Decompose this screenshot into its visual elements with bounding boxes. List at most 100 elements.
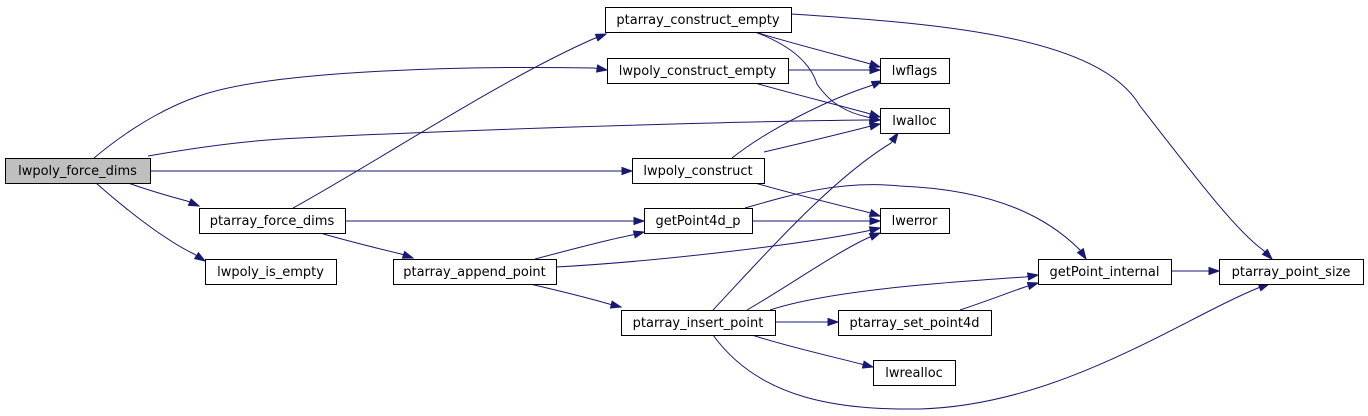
arrowhead-icon — [1208, 266, 1221, 276]
edge-ptarray_insert_point-to-lwrealloc — [751, 334, 875, 369]
node-lwflags[interactable]: lwflags — [880, 58, 950, 84]
edge-ptarray_insert_point-to-getPoint_internal — [769, 272, 1040, 311]
node-lwpoly-force-dims[interactable]: lwpoly_force_dims — [5, 158, 151, 184]
arrowhead-icon — [401, 250, 415, 259]
edge-getPoint4d_p-to-getPoint_internal — [744, 184, 1087, 261]
node-box[interactable] — [1038, 259, 1172, 285]
node-ptarray-insert-point[interactable]: ptarray_insert_point — [621, 310, 776, 336]
node-box[interactable] — [873, 360, 956, 386]
edge-line — [555, 227, 881, 268]
node-ptarray-point-size[interactable]: ptarray_point_size — [1219, 259, 1364, 285]
edge-getPoint4d_p-to-lwerror — [752, 216, 882, 226]
arrowhead-icon — [868, 122, 882, 131]
edge-line — [769, 274, 1039, 311]
edge-line — [127, 182, 200, 207]
node-box[interactable] — [1219, 259, 1364, 285]
node-label: ptarray_append_point — [403, 265, 546, 280]
arrowhead-icon — [594, 33, 608, 42]
edge-line — [712, 132, 899, 311]
edge-ptarray_append_point-to-ptarray_insert_point — [529, 283, 623, 309]
node-ptarray-force-dims[interactable]: ptarray_force_dims — [199, 208, 346, 234]
arrowhead-icon — [868, 59, 882, 68]
node-label: lwpoly_force_dims — [18, 164, 137, 179]
arrowhead-icon — [861, 360, 875, 369]
node-box[interactable] — [393, 259, 557, 285]
edge-line — [529, 283, 622, 308]
arrowhead-icon — [1261, 248, 1274, 261]
node-box[interactable] — [199, 208, 346, 234]
node-getPoint4d-p[interactable]: getPoint4d_p — [644, 208, 753, 234]
node-label: lwpoly_construct_empty — [619, 64, 777, 79]
node-lwpoly-is-empty[interactable]: lwpoly_is_empty — [205, 259, 337, 285]
arrowhead-icon — [1257, 283, 1271, 292]
arrowhead-icon — [827, 317, 840, 327]
arrowhead-icon — [633, 216, 646, 226]
arrowhead-icon — [621, 166, 634, 176]
node-box[interactable] — [880, 208, 950, 234]
node-getPoint-internal[interactable]: getPoint_internal — [1038, 259, 1172, 285]
edge-ptarray_force_dims-to-ptarray_construct_empty — [292, 33, 608, 209]
edge-line — [93, 67, 608, 159]
arrowhead-icon — [868, 232, 882, 241]
arrowhead-icon — [869, 216, 882, 226]
edge-ptarray_append_point-to-lwerror — [555, 226, 882, 268]
edge-lwpoly_construct-to-lwflags — [731, 80, 884, 159]
node-label: lwerror — [892, 214, 938, 229]
edges-layer — [93, 13, 1274, 410]
node-label: lwalloc — [892, 114, 937, 129]
edge-ptarray_append_point-to-getPoint4d_p — [534, 230, 646, 260]
edge-line — [754, 31, 881, 68]
edge-ptarray_force_dims-to-ptarray_append_point — [319, 232, 415, 259]
node-box[interactable] — [605, 7, 792, 33]
edge-line — [754, 31, 881, 121]
node-lwrealloc[interactable]: lwrealloc — [873, 360, 956, 386]
edge-lwpoly_construct_empty-to-lwalloc — [754, 82, 882, 118]
node-label: lwpoly_construct — [643, 164, 752, 179]
node-label: ptarray_construct_empty — [616, 13, 779, 28]
edge-line — [534, 231, 645, 260]
node-lwalloc[interactable]: lwalloc — [880, 108, 950, 134]
arrowhead-icon — [193, 251, 207, 262]
edge-line — [292, 33, 607, 209]
node-label: ptarray_point_size — [1232, 265, 1351, 280]
arrowhead-icon — [888, 131, 899, 145]
node-label: ptarray_set_point4d — [850, 316, 980, 331]
arrowhead-icon — [868, 208, 882, 217]
node-label: lwflags — [892, 64, 938, 79]
node-box[interactable] — [838, 310, 992, 336]
node-ptarray-append-point[interactable]: ptarray_append_point — [393, 259, 557, 285]
edge-line — [95, 182, 206, 262]
arrowhead-icon — [1076, 247, 1087, 261]
node-box[interactable] — [644, 208, 753, 234]
node-ptarray-set-point4d[interactable]: ptarray_set_point4d — [838, 310, 992, 336]
arrowhead-icon — [1026, 272, 1040, 281]
node-box[interactable] — [621, 310, 776, 336]
edge-lwpoly_force_dims-to-lwpoly_construct — [149, 166, 634, 176]
edge-ptarray_insert_point-to-lwalloc — [712, 131, 899, 311]
node-box[interactable] — [205, 259, 337, 285]
node-ptarray-construct-empty[interactable]: ptarray_construct_empty — [605, 7, 792, 33]
edge-line — [712, 283, 1270, 410]
edge-ptarray_set_point4d-to-getPoint_internal — [959, 282, 1040, 311]
node-box[interactable] — [880, 108, 950, 134]
node-label: ptarray_force_dims — [210, 214, 335, 229]
edge-lwpoly_force_dims-to-lwpoly_is_empty — [95, 182, 207, 262]
node-label: getPoint4d_p — [656, 214, 741, 229]
node-box[interactable] — [5, 158, 151, 184]
arrowhead-icon — [1026, 282, 1040, 291]
edge-lwpoly_force_dims-to-ptarray_force_dims — [127, 182, 201, 207]
edge-ptarray_construct_empty-to-ptarray_point_size — [790, 13, 1274, 261]
node-box[interactable] — [632, 158, 765, 184]
edge-ptarray_force_dims-to-getPoint4d_p — [345, 216, 646, 226]
node-lwerror[interactable]: lwerror — [880, 208, 950, 234]
edge-line — [959, 282, 1039, 311]
node-lwpoly-construct-empty[interactable]: lwpoly_construct_empty — [607, 58, 789, 84]
nodes-layer: lwpoly_force_dims ptarray_construct_empty… — [5, 7, 1364, 386]
node-box[interactable] — [880, 58, 950, 84]
node-box[interactable] — [607, 58, 789, 84]
node-lwpoly-construct[interactable]: lwpoly_construct — [632, 158, 765, 184]
node-label: ptarray_insert_point — [633, 316, 764, 331]
edge-getPoint_internal-to-ptarray_point_size — [1170, 266, 1221, 276]
edge-lwpoly_construct_empty-to-lwflags — [788, 65, 882, 75]
edge-line — [744, 184, 1087, 260]
